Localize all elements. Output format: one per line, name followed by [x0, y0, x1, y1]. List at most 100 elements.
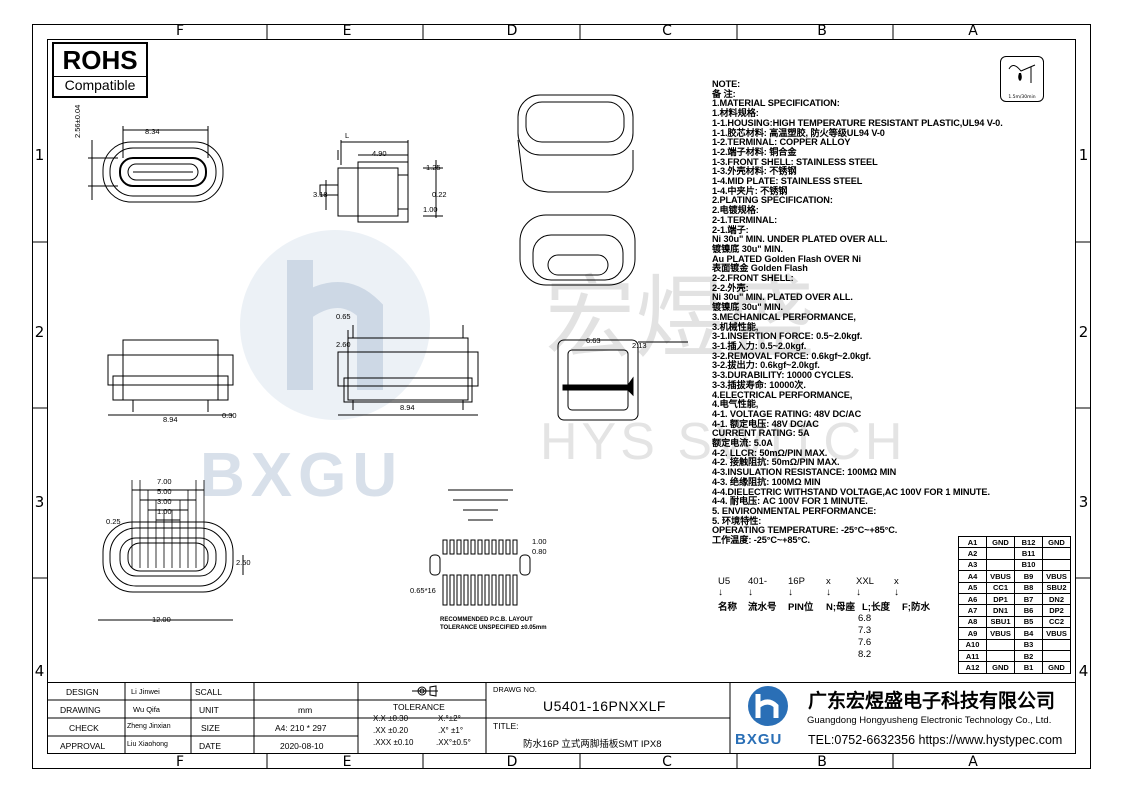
pin-table-cell: VBUS — [1042, 570, 1071, 583]
note-line: 额定电流: 5.0A — [712, 438, 773, 449]
pin-table-cell: A9 — [958, 627, 987, 640]
dim-label: 3.00 — [157, 497, 172, 506]
note-line: Ni 30u" MIN. UNDER PLATED OVER ALL. — [712, 234, 888, 245]
size-label: SIZE — [201, 723, 220, 733]
zone-letter-bottom: E — [342, 754, 352, 770]
note-line: 1-1.HOUSING:HIGH TEMPERATURE RESISTANT P… — [712, 117, 1003, 128]
pin-table-cell: B9 — [1014, 570, 1043, 583]
note-line: 4-4.DIELECTRIC WITHSTAND VOLTAGE,AC 100V… — [712, 486, 990, 497]
pn-code: x — [894, 576, 899, 587]
pin-table-cell: B12 — [1014, 535, 1043, 549]
note-line: 3-2.拔出力: 0.6kgf~2.0kgf. — [712, 360, 820, 371]
note-line: 1-3.FRONT SHELL: STAINLESS STEEL — [712, 156, 878, 167]
note-line: 4-1. VOLTAGE RATING: 48V DC/AC — [712, 408, 862, 419]
watermark-logo — [240, 230, 430, 420]
note-line: 1-1.胶芯材料: 高温塑胶, 防火等级UL94 V-0 — [712, 127, 885, 138]
company-logo-text: BXGU — [735, 731, 783, 748]
note-line: 4-2. 接触阻抗: 50mΩ/PIN MAX. — [712, 457, 840, 468]
pin-table-cell: A2 — [958, 547, 987, 560]
pin-table-cell — [986, 547, 1015, 560]
note-line: Ni 30u" MIN. PLATED OVER ALL. — [712, 292, 853, 303]
zone-number-right: 1 — [1078, 146, 1089, 164]
dim-label: 7.00 — [157, 477, 172, 486]
note-line: 2.PLATING SPECIFICATION: — [712, 195, 833, 206]
check-name: Zheng Jinxian — [127, 723, 171, 730]
note-line: 镀镍底 30u" MIN. — [712, 302, 783, 313]
zone-letter-top: C — [662, 23, 672, 39]
pin-table-cell: A6 — [958, 592, 987, 606]
tolerance-angle-3: .XX°±0.5° — [436, 738, 471, 747]
pn-label: F;防水 — [902, 602, 930, 613]
rohs-badge: ROHS Compatible — [52, 42, 148, 98]
note-line: 1-4.MID PLATE: STAINLESS STEEL — [712, 176, 863, 187]
note-line: 4-2. LLCR: 50mΩ/PIN MAX. — [712, 447, 828, 458]
pin-table-cell: B3 — [1014, 638, 1043, 651]
pin-table-cell: B8 — [1014, 581, 1043, 594]
approval-label: APPROVAL — [60, 741, 106, 751]
rohs-title: ROHS — [62, 45, 138, 75]
pin-table-cell — [986, 558, 1015, 572]
note-line: 1-2.TERMINAL: COPPER ALLOY — [712, 137, 851, 148]
note-line: 2-1.端子: — [712, 224, 749, 235]
pin-table-cell: B5 — [1014, 615, 1043, 629]
part-number-breakdown: U5 401- 16P x XXL x ↓↓↓ ↓↓↓ 名称 流水号 PIN位 … — [718, 576, 938, 661]
note-line: 3.MECHANICAL PERFORMANCE, — [712, 311, 856, 322]
dim-label: 0.30 — [222, 411, 237, 420]
note-line: 3-1.插入力: 0.5~2.0kgf. — [712, 340, 807, 351]
dim-label: 0.22 — [432, 190, 447, 199]
note-line: 3-3.DURABILITY: 10000 CYCLES. — [712, 370, 854, 381]
pn-label: 流水号 — [748, 602, 777, 613]
zone-number-left: 1 — [34, 146, 45, 164]
pin-table-cell: DP1 — [986, 592, 1015, 606]
note-line: 1-4.中夹片: 不锈钢 — [712, 185, 788, 196]
note-line: 4.电气性能, — [712, 399, 759, 410]
pn-length: 8.2 — [858, 649, 872, 660]
pn-length: 7.3 — [858, 625, 872, 636]
pin-table-cell: A4 — [958, 570, 987, 583]
scale-label: SCALL — [195, 687, 222, 697]
pcb-note: TOLERANCE UNSPECIFIED ±0.05mm — [440, 625, 547, 631]
zone-number-right: 4 — [1078, 662, 1089, 680]
note-line: 镀镍底 30u" MIN. — [712, 243, 783, 254]
title-label: TITLE: — [493, 721, 519, 731]
pn-label: PIN位 — [788, 602, 814, 613]
pin-table-cell: GND — [1042, 535, 1071, 549]
note-line: 3.机械性能, — [712, 321, 759, 332]
pin-table-cell — [986, 638, 1015, 651]
pin-table-cell — [1042, 558, 1071, 572]
drawing-label: DRAWING — [60, 705, 101, 715]
pin-table-cell: A7 — [958, 604, 987, 617]
zone-number-right: 2 — [1078, 323, 1089, 341]
date-label: DATE — [199, 741, 222, 751]
note-line: OPERATING TEMPERATURE: -25°C~+85°C. — [712, 525, 898, 536]
pn-label: L;长度 — [862, 602, 890, 613]
pin-table-cell: A11 — [958, 649, 987, 663]
pin-table-cell — [1042, 547, 1071, 560]
pn-labels-row: 名称 流水号 PIN位 N;母座 L;长度 F;防水 — [718, 599, 938, 613]
company-logo-icon — [748, 686, 788, 726]
zone-letter-top: D — [506, 23, 518, 39]
zone-number-left: 2 — [34, 323, 45, 341]
date-value: 2020-08-10 — [280, 741, 324, 751]
zone-number-right: 3 — [1078, 493, 1089, 511]
dim-label: 2.50 — [236, 558, 251, 567]
pin-table-cell: GND — [986, 535, 1015, 549]
pn-code: 16P — [788, 576, 805, 587]
pn-code: XXL — [856, 576, 874, 587]
check-label: CHECK — [69, 723, 99, 733]
company-name-cn: 广东宏煜盛电子科技有限公司 — [808, 690, 1056, 712]
note-line: CURRENT RATING: 5A — [712, 428, 810, 439]
tolerance-x: X.X ±0.30 — [373, 714, 409, 723]
watermark-logo-text: BXGU — [200, 441, 404, 510]
pin-table-cell — [1042, 638, 1071, 651]
pin-table-cell: GND — [1042, 661, 1071, 674]
zone-letter-bottom: D — [506, 754, 518, 770]
pin-table-cell: DN2 — [1042, 592, 1071, 606]
